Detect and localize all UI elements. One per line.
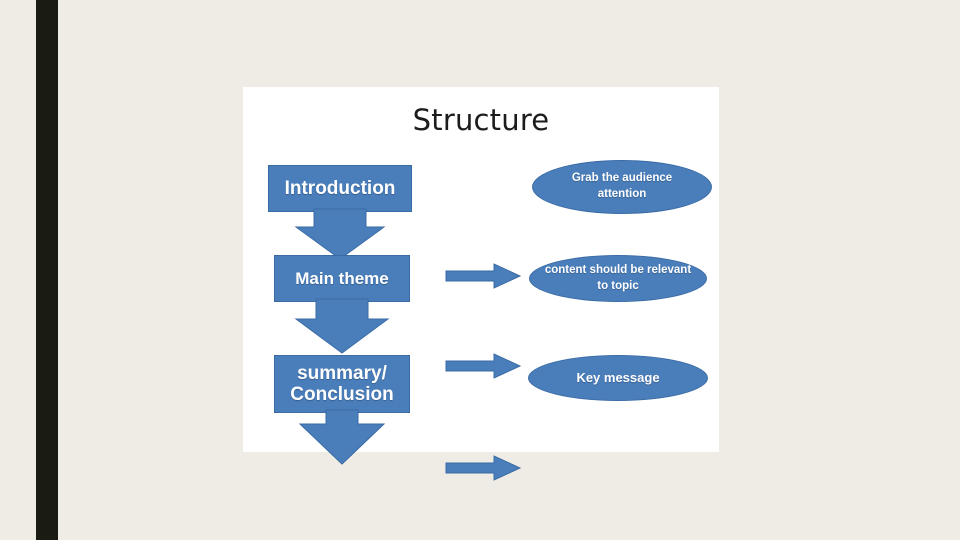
- outcome-ellipse-label: content should be relevant to topic: [544, 263, 692, 292]
- outcome-ellipse-label: Grab the audience attention: [571, 172, 673, 200]
- process-box-label-line1: summary/: [297, 362, 387, 384]
- down-arrow-icon-3: [298, 409, 386, 465]
- slide-content-card: Structure Introduction Grab the audience…: [243, 87, 719, 481]
- outcome-ellipse-label: Key message: [576, 370, 660, 386]
- slide-accent-bar: [36, 0, 58, 540]
- outcome-ellipse-main-theme[interactable]: content should be relevant to topic: [529, 255, 707, 302]
- process-box-introduction[interactable]: Introduction: [268, 165, 412, 212]
- process-box-summary-conclusion[interactable]: summary/ Conclusion: [274, 355, 410, 413]
- process-box-label-line2: Conclusion: [290, 384, 394, 405]
- flowchart-diagram: Introduction Grab the audience attention…: [243, 87, 719, 481]
- right-arrow-icon-2: [445, 353, 522, 379]
- right-arrow-icon-3: [445, 455, 522, 481]
- process-box-label: summary/ Conclusion: [290, 363, 393, 406]
- process-box-main-theme[interactable]: Main theme: [274, 255, 410, 302]
- outcome-ellipse-key-message[interactable]: Key message: [528, 355, 708, 401]
- outcome-ellipse-introduction[interactable]: Grab the audience attention: [532, 160, 712, 214]
- down-arrow-icon-1: [294, 208, 386, 260]
- page-title: Structure: [412, 103, 550, 137]
- right-arrow-icon-1: [445, 263, 522, 289]
- down-arrow-icon-2: [294, 298, 390, 354]
